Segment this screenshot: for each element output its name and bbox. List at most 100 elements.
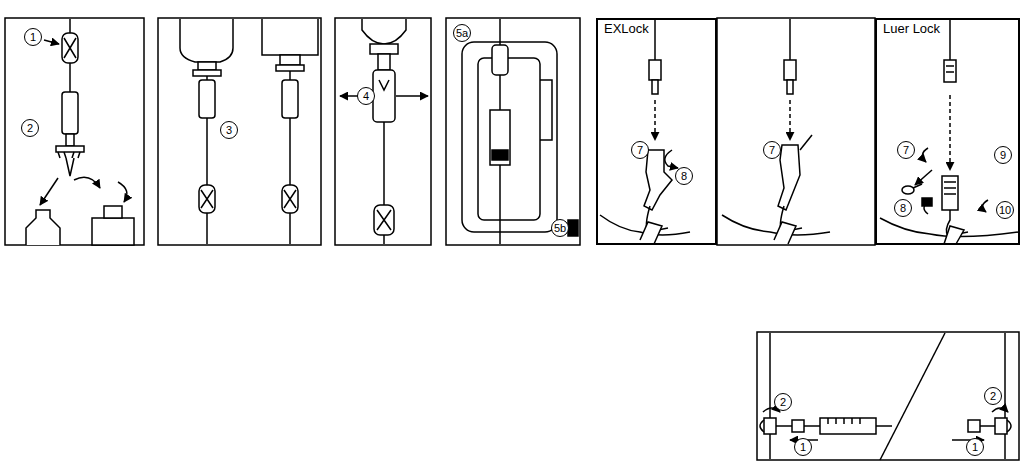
panel-frame <box>335 18 431 245</box>
panel-frame <box>757 332 1019 460</box>
insert-arrow <box>949 95 951 170</box>
panel-frame <box>5 18 144 245</box>
protective-cap <box>913 184 922 188</box>
tube <box>949 19 951 60</box>
callout-number: 2 <box>984 387 1002 405</box>
stopcock <box>995 418 1007 434</box>
bottle <box>180 19 233 62</box>
connector <box>784 60 796 80</box>
cap-removed <box>922 198 932 206</box>
roller-clamp <box>374 205 394 235</box>
bottle <box>26 210 60 245</box>
bottle-neck <box>280 55 300 65</box>
connector <box>649 60 661 80</box>
callout-number: 1 <box>966 438 984 456</box>
luer-connector <box>792 420 804 432</box>
twist-arrow <box>982 200 988 212</box>
protective-cap <box>902 186 914 194</box>
panel-frame <box>446 18 580 245</box>
arrow <box>44 40 59 44</box>
spike <box>66 134 74 146</box>
instruction-panel: EXLock <box>596 18 717 245</box>
bottle-cap <box>104 206 122 218</box>
tube <box>654 19 656 60</box>
tube <box>383 235 385 244</box>
callout-number: 3 <box>220 121 238 139</box>
drip-chamber <box>373 70 395 122</box>
callout-number: 9 <box>994 146 1012 164</box>
connector-tip <box>787 80 793 94</box>
cannula-wings <box>944 226 964 244</box>
luer-thread <box>944 182 956 194</box>
connector-tip <box>804 425 820 427</box>
roller-clamp <box>284 190 296 208</box>
twist-arrow <box>922 148 928 162</box>
tube <box>769 333 771 459</box>
drip-chamber <box>282 80 298 118</box>
divider-line <box>880 333 945 460</box>
tube <box>69 19 71 33</box>
roller-clamp <box>377 210 391 230</box>
squeeze-arrow <box>396 95 428 97</box>
roller-clamp <box>62 33 78 63</box>
stopcock-handle <box>760 420 764 432</box>
luer-thread <box>946 66 954 72</box>
callout-number: 2 <box>21 119 39 137</box>
drip-chamber <box>492 45 508 75</box>
y-site <box>778 145 800 210</box>
tube <box>206 213 208 244</box>
spike-tip <box>66 158 74 176</box>
callout-number: 2 <box>774 393 792 411</box>
tube <box>1004 333 1006 459</box>
callout-number: 7 <box>897 141 915 159</box>
pump-button <box>568 220 578 236</box>
syringe-plunger <box>876 425 892 427</box>
luer-connector <box>968 420 980 432</box>
callout-number: 1 <box>24 28 42 46</box>
arrow <box>74 177 100 188</box>
stopcock <box>764 418 776 434</box>
spike-flange <box>56 146 84 152</box>
remove-arrow <box>915 170 932 185</box>
cannula-wings <box>774 222 796 244</box>
pump-segment <box>490 110 510 165</box>
bottle-neck <box>198 62 216 70</box>
syringe-scale <box>828 418 860 424</box>
luer-hub <box>942 176 958 210</box>
tube <box>206 76 208 80</box>
side-port <box>800 135 812 150</box>
turn-arrow <box>992 408 1008 412</box>
spike-flange <box>276 65 304 71</box>
panel-frame <box>717 18 875 245</box>
tube <box>206 118 208 185</box>
drop-mark <box>379 80 389 90</box>
callout-number: 5a <box>453 24 471 42</box>
callout-number: 7 <box>631 141 649 159</box>
callout-number: 8 <box>675 167 693 185</box>
bottle <box>262 19 318 55</box>
drip-chamber <box>62 92 78 134</box>
callout-number: 4 <box>357 87 375 105</box>
panel-heading: EXLock <box>602 21 651 36</box>
bottle <box>92 218 134 245</box>
pump-body <box>462 42 557 232</box>
connector-tip <box>652 80 658 94</box>
callout-number: 10 <box>996 201 1014 219</box>
port <box>776 425 792 427</box>
spike <box>378 54 390 70</box>
panel-heading: Luer Lock <box>881 21 942 36</box>
pump-clip <box>492 150 508 160</box>
tube <box>789 19 791 60</box>
arrow <box>118 182 127 202</box>
twist-arrow <box>665 150 678 168</box>
insert-arrow <box>654 100 656 140</box>
arrow <box>40 178 58 205</box>
panel-frame <box>158 18 321 245</box>
cannula-wings <box>640 222 662 244</box>
tube <box>69 63 71 92</box>
luer-connector <box>944 60 956 82</box>
callout-number: 7 <box>763 141 781 159</box>
roller-clamp <box>64 38 76 58</box>
